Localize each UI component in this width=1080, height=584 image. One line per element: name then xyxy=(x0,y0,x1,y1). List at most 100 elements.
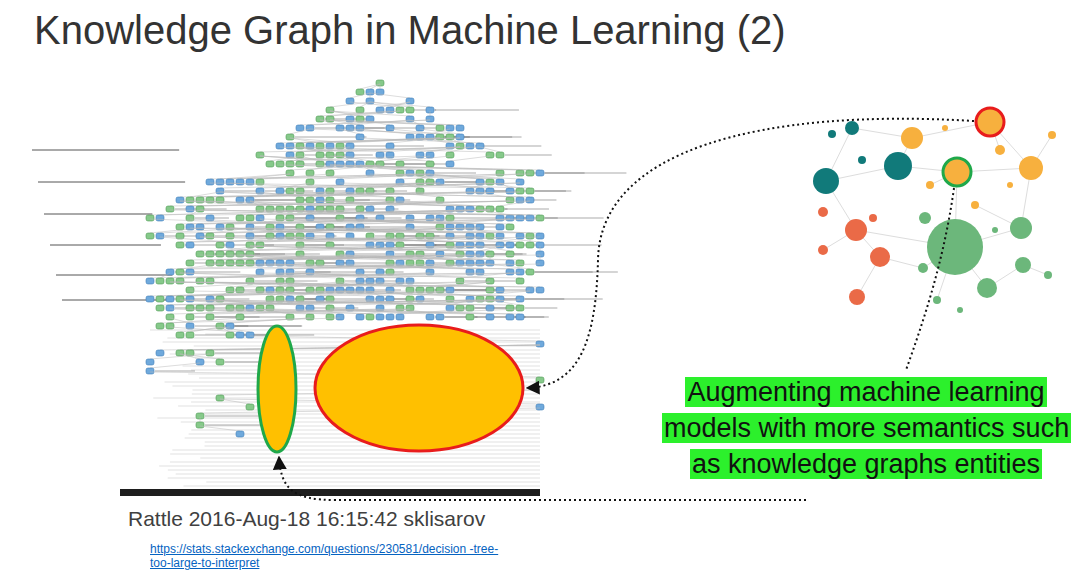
tree-node xyxy=(216,242,224,248)
tree-label-stroke xyxy=(225,326,302,327)
tree-node xyxy=(156,350,164,356)
tree-node xyxy=(426,215,434,221)
tree-node xyxy=(236,179,244,185)
tree-node xyxy=(206,251,214,257)
tree-node xyxy=(156,278,164,284)
tree-branch xyxy=(320,120,440,125)
tree-node xyxy=(366,314,374,320)
tree-node xyxy=(396,278,404,284)
tree-node xyxy=(326,197,334,203)
tree-branch xyxy=(330,102,370,107)
tree-node xyxy=(216,260,224,266)
tree-node xyxy=(466,143,474,149)
tree-label-stroke xyxy=(205,416,267,417)
tree-node xyxy=(356,89,364,95)
tree-node xyxy=(216,251,224,257)
tree-branch xyxy=(380,84,381,89)
tree-label-stroke xyxy=(345,218,402,219)
tree-node xyxy=(486,287,494,293)
tree-node xyxy=(336,251,344,257)
tree-node xyxy=(296,197,304,203)
tree-node xyxy=(496,152,504,158)
tree-node xyxy=(186,206,194,212)
tree-node xyxy=(386,296,394,302)
tree-node xyxy=(246,215,254,221)
tree-node xyxy=(516,170,524,176)
tree-branch xyxy=(340,183,530,188)
tree-node xyxy=(466,305,474,311)
tree-node xyxy=(536,377,544,383)
tree-label-stroke xyxy=(44,214,152,215)
tree-branch xyxy=(200,237,500,242)
tree-node xyxy=(246,332,254,338)
tree-node xyxy=(296,296,304,302)
tree-node xyxy=(216,395,224,401)
tree-node xyxy=(176,197,184,203)
tree-node xyxy=(326,314,334,320)
tree-node xyxy=(196,359,204,365)
tree-node xyxy=(536,341,544,347)
tree-node xyxy=(526,197,534,203)
tree-bottom-bar xyxy=(120,489,540,496)
tree-branch xyxy=(360,84,380,89)
highlight-box: Augmenting machine learning models with … xyxy=(662,374,1070,482)
tree-branch xyxy=(170,327,240,332)
tree-branch xyxy=(180,201,490,206)
tree-node xyxy=(496,206,504,212)
tree-node xyxy=(146,368,154,374)
tree-branch xyxy=(260,147,480,152)
tree-node xyxy=(376,278,384,284)
tree-label-stroke xyxy=(535,191,571,192)
tree-node xyxy=(366,296,374,302)
tree-branch xyxy=(370,102,430,107)
tree-branch xyxy=(150,219,280,224)
tree-node xyxy=(316,116,324,122)
tree-node xyxy=(506,314,514,320)
tree-branch xyxy=(290,138,350,143)
tree-node xyxy=(156,233,164,239)
slide-title: Knowledge Graph in Machine Learning (2) xyxy=(34,6,934,54)
tree-node xyxy=(386,143,394,149)
tree-branch xyxy=(330,156,430,161)
highlight-ellipse xyxy=(315,325,523,451)
tree-node xyxy=(356,215,364,221)
tree-node xyxy=(426,161,434,167)
tree-branch xyxy=(220,246,250,251)
tree-node xyxy=(196,278,204,284)
tree-branch xyxy=(160,273,170,278)
tree-branch xyxy=(330,120,460,125)
tree-node xyxy=(376,314,384,320)
tree-node xyxy=(226,332,234,338)
tree-node xyxy=(316,152,324,158)
tree-branch xyxy=(220,327,250,332)
tree-branch xyxy=(340,255,520,260)
tree-rule xyxy=(168,470,540,471)
tree-label-stroke xyxy=(305,245,372,246)
tree-label-stroke xyxy=(32,150,179,151)
tree-node xyxy=(396,161,404,167)
tree-node xyxy=(466,224,474,230)
tree-node xyxy=(376,296,384,302)
tree-node xyxy=(476,224,484,230)
tree-node xyxy=(206,179,214,185)
tree-rule xyxy=(176,474,540,475)
tree-node xyxy=(296,125,304,131)
tree-node xyxy=(466,314,474,320)
tree-node xyxy=(476,206,484,212)
tree-node xyxy=(186,269,194,275)
tree-branch xyxy=(240,192,520,197)
tree-node xyxy=(176,269,184,275)
tree-node xyxy=(256,152,264,158)
decision-tree xyxy=(32,80,626,496)
tree-branch xyxy=(480,246,510,251)
tree-label-stroke xyxy=(535,272,618,273)
tree-node xyxy=(356,206,364,212)
tree-node xyxy=(486,278,494,284)
tree-branch xyxy=(190,291,520,296)
tree-label-stroke xyxy=(525,308,557,309)
tree-node xyxy=(516,296,524,302)
tree-branch xyxy=(290,129,310,134)
tree-node xyxy=(286,278,294,284)
tree-node xyxy=(236,260,244,266)
tree-node xyxy=(246,251,254,257)
